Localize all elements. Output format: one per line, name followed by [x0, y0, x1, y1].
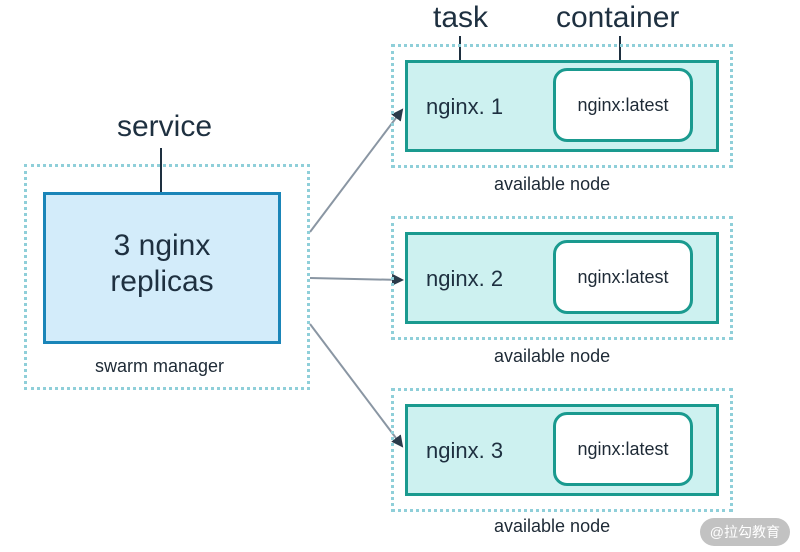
node-2-container: nginx:latest: [553, 240, 693, 314]
service-annotation: service: [117, 110, 213, 143]
task-annotation: task: [433, 1, 489, 34]
available-node-2: [391, 216, 733, 340]
node-1-task: nginx. 1: [426, 94, 504, 119]
arrow-to-node-2: [309, 273, 404, 286]
container-annotation: container: [556, 1, 680, 34]
node-3-container-label: nginx:latest: [577, 438, 669, 459]
node-3-container: nginx:latest: [553, 412, 693, 486]
node-1-container-label: nginx:latest: [577, 94, 669, 115]
available-node-3: [391, 388, 733, 512]
arrow-to-node-3: [309, 323, 404, 448]
node-2-task: nginx. 2: [426, 266, 504, 291]
node-1-container: nginx:latest: [553, 68, 693, 142]
service-replicas-text: 3 nginx replicas: [43, 228, 281, 300]
node-2-container-label: nginx:latest: [577, 266, 669, 287]
node-2-caption: available node: [494, 346, 611, 366]
node-3-caption: available node: [494, 516, 611, 536]
available-node-1: [391, 44, 733, 168]
arrow-to-node-1: [309, 108, 404, 233]
replicas-line-2: replicas: [110, 265, 214, 298]
node-1-caption: available node: [494, 174, 611, 194]
swarm-manager-caption: swarm manager: [95, 356, 225, 376]
swarm-manager-group: [24, 164, 310, 390]
node-3-task: nginx. 3: [426, 438, 504, 463]
watermark: @拉勾教育: [699, 518, 790, 546]
replicas-line-1: 3 nginx: [113, 228, 211, 264]
service-box: [43, 192, 281, 344]
